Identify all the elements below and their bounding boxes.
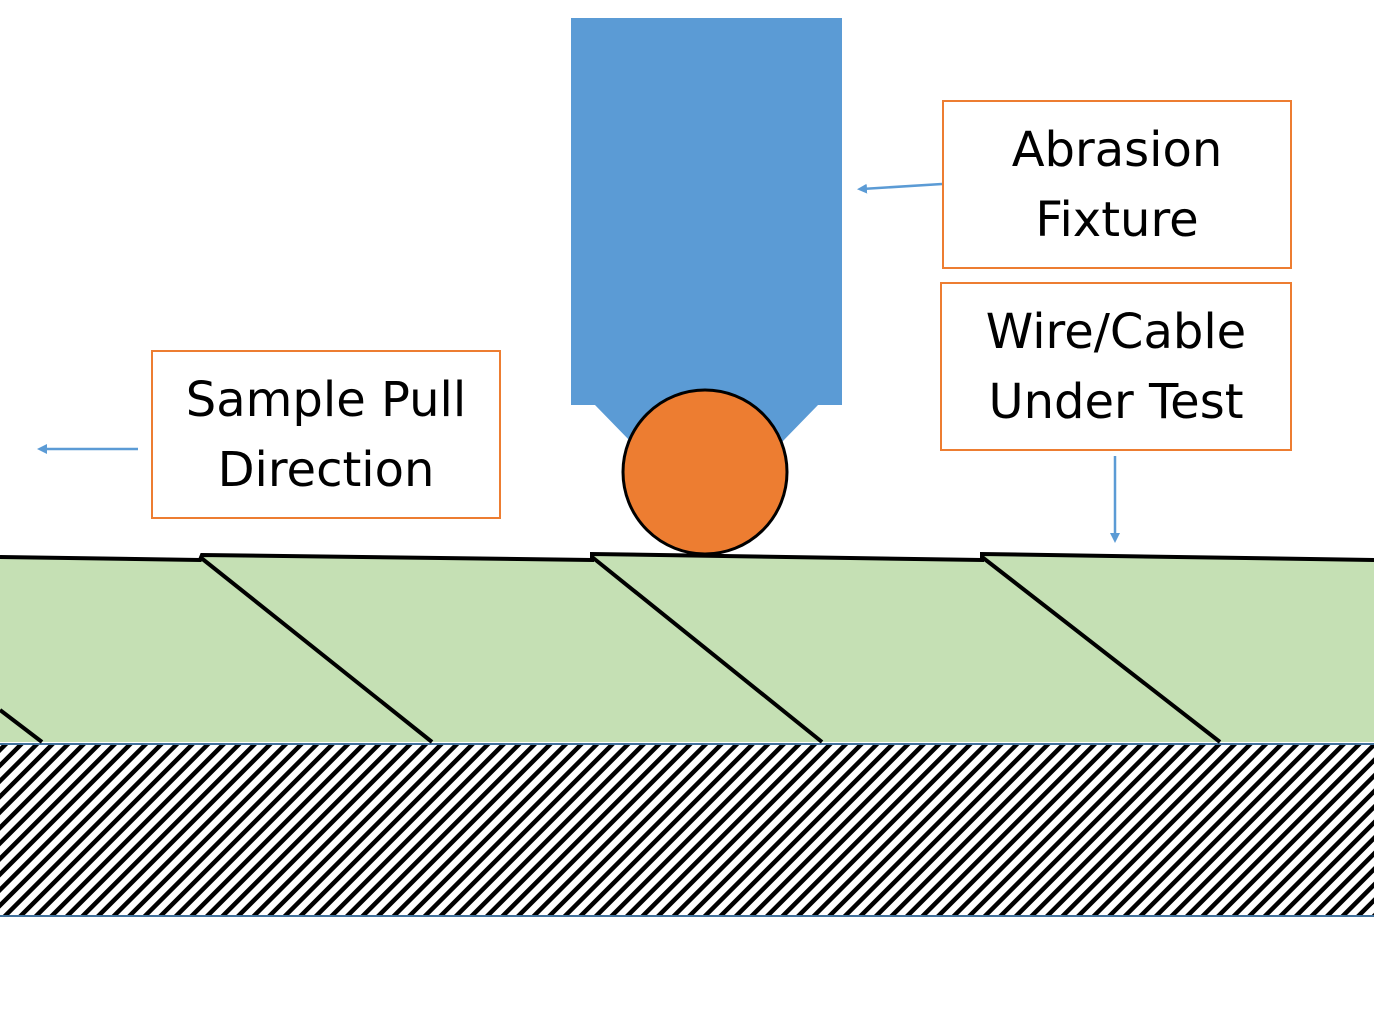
label-line: Abrasion	[1011, 121, 1223, 178]
hatched-base	[0, 744, 1374, 916]
label-line: Fixture	[1035, 191, 1199, 248]
wire-cable	[0, 551, 1374, 744]
arrow-left-icon	[857, 182, 943, 194]
label-line: Under Test	[988, 373, 1244, 430]
spiral-wrap-line	[0, 708, 44, 744]
abrasion-fixture	[571, 18, 842, 442]
abrasion-ball	[621, 388, 789, 556]
label-line: Wire/Cable	[985, 303, 1247, 360]
wire-cable-label: Wire/Cable Under Test	[940, 282, 1292, 451]
label-line: Sample Pull	[185, 371, 467, 428]
abrasion-fixture-label: Abrasion Fixture	[942, 100, 1292, 269]
spiral-wrap-line	[590, 555, 824, 744]
label-line: Direction	[217, 441, 435, 498]
sample-pull-direction-label: Sample Pull Direction	[151, 350, 501, 519]
spiral-wrap-line	[980, 555, 1222, 744]
spiral-wrap-line	[198, 555, 434, 744]
